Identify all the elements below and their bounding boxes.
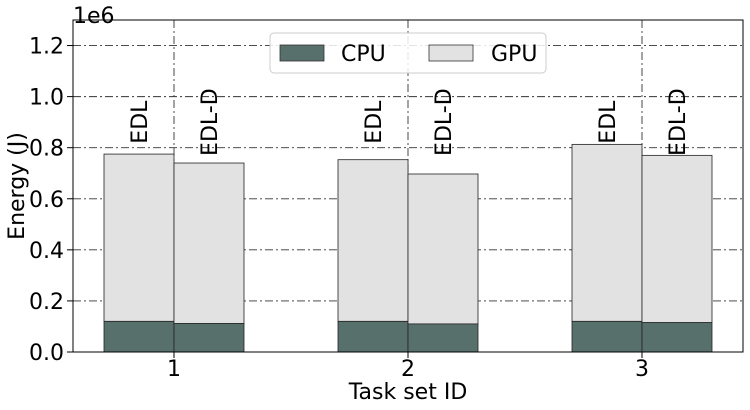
legend-frame	[269, 32, 547, 74]
y-tick-label: 0.6	[29, 188, 64, 213]
y-axis-label: Energy (J)	[5, 132, 30, 240]
bar-segment-gpu	[173, 162, 245, 324]
bar-label: EDL	[362, 100, 387, 144]
y-tick-label: 1.2	[29, 35, 64, 60]
bar-label: EDL-D	[432, 88, 457, 156]
y-tick-label: 0.4	[29, 239, 64, 264]
bar-label: EDL	[596, 100, 621, 144]
bar-segment-cpu	[103, 320, 175, 353]
bars	[103, 143, 713, 353]
bar-label: EDL-D	[666, 88, 691, 156]
y-tick-label: 0.2	[29, 290, 64, 315]
legend-label-cpu: CPU	[341, 42, 386, 67]
bar-labels: EDL EDL-D EDL EDL-D EDL EDL-D	[128, 88, 691, 156]
bar-segment-cpu	[337, 320, 409, 353]
y-tick-label: 1.0	[29, 86, 64, 111]
legend-swatch-gpu	[428, 44, 474, 62]
legend: CPU GPU	[269, 32, 547, 74]
y-scale-label: 1e6	[73, 4, 115, 29]
bar-label: EDL	[128, 100, 153, 144]
x-axis-ticks: 1 2 3	[167, 352, 649, 382]
legend-swatch-cpu	[279, 44, 325, 62]
bar-label: EDL-D	[198, 88, 223, 156]
bar-segment-cpu	[641, 322, 713, 353]
y-tick-label: 0.8	[29, 137, 64, 162]
x-axis-label: Task set ID	[348, 380, 468, 405]
y-tick-label: 0.0	[29, 341, 64, 366]
bar-segment-cpu	[173, 322, 245, 353]
bar-segment-gpu	[571, 143, 643, 322]
x-tick-label: 1	[167, 357, 181, 382]
x-tick-label: 2	[401, 357, 415, 382]
bar-segment-gpu	[641, 154, 713, 324]
bar-segment-gpu	[337, 159, 409, 322]
bar-segment-gpu	[407, 173, 479, 325]
bar-segment-cpu	[407, 323, 479, 353]
y-axis-ticks: 0.0 0.2 0.4 0.6 0.8 1.0 1.2	[29, 35, 73, 366]
bar-segment-gpu	[103, 153, 175, 322]
x-tick-label: 3	[635, 357, 649, 382]
legend-label-gpu: GPU	[491, 42, 537, 67]
bar-segment-cpu	[571, 320, 643, 353]
